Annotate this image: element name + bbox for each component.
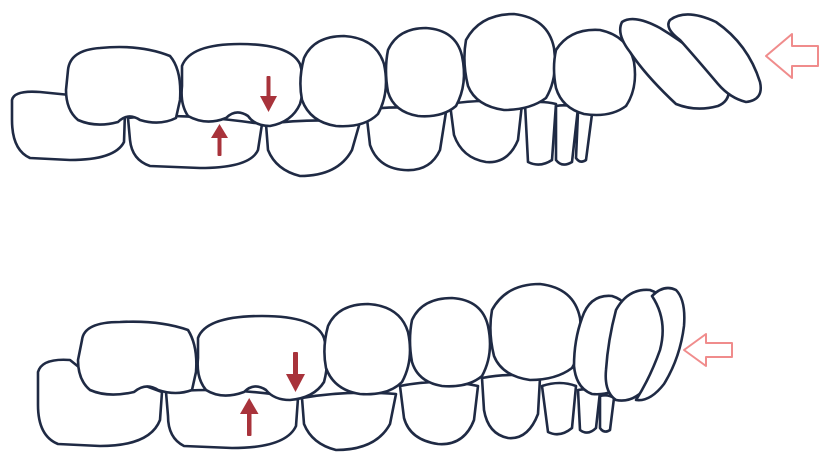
upper-molar-1 — [66, 47, 180, 125]
top-arch — [12, 14, 818, 176]
upper-molar-2 — [182, 44, 303, 126]
lower-premolar-1 — [302, 393, 396, 450]
hollow-arrow-left-icon — [766, 34, 818, 78]
bottom-arch — [38, 284, 732, 450]
lower-incisor-1 — [525, 102, 556, 165]
lower-canine — [482, 375, 540, 438]
lower-incisor-3 — [600, 395, 614, 431]
lower-premolar-2 — [400, 382, 478, 444]
lower-premolar-1 — [266, 120, 360, 176]
lower-molar-2 — [128, 116, 262, 168]
upper-molar-2 — [198, 316, 327, 400]
upper-premolar-1 — [300, 36, 386, 126]
upper-canine — [464, 14, 555, 110]
upper-molar-1 — [78, 322, 196, 395]
lower-incisor-1 — [542, 383, 576, 434]
lower-incisor-2 — [578, 389, 600, 432]
upper-canine — [490, 284, 581, 380]
upper-premolar-1 — [324, 304, 410, 394]
lower-incisor-2 — [556, 105, 578, 164]
upper-premolar-2 — [386, 28, 464, 116]
hollow-arrow-left-icon — [684, 334, 732, 366]
lower-incisor-3 — [576, 111, 592, 161]
upper-premolar-2 — [410, 298, 490, 386]
